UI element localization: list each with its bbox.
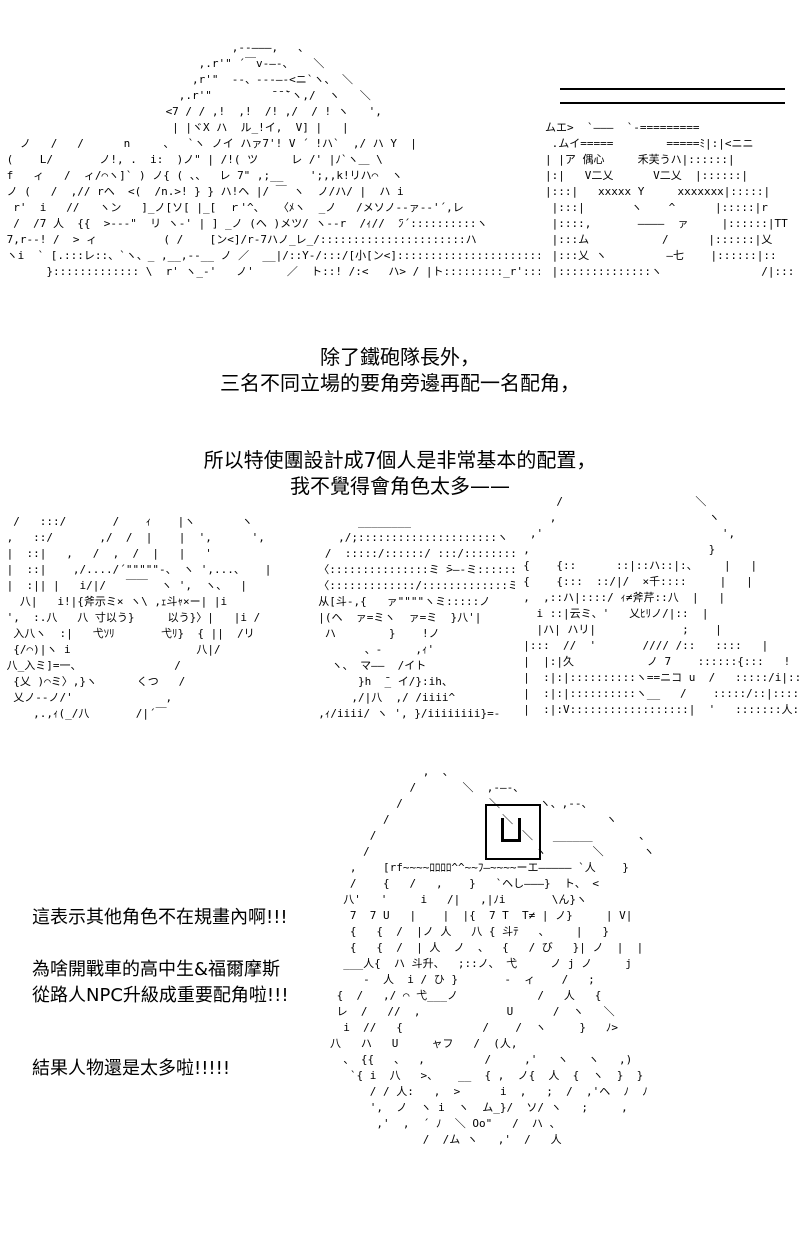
note-line-1: 這表示其他角色不在規畫內啊!!! [32,907,288,928]
caption-line-2: 三名不同立場的要角旁邊再配一名配角， [220,371,580,395]
caption-line-1: 除了鐵砲隊長外， [320,345,480,369]
ascii-art-face-right: / ＼ , ヽ ,' ', , } { {:: ::|::ハ::|:、 | | … [523,495,800,716]
caption-line-4: 我不覺得會角色太多—— [290,474,510,498]
art-line-a: ムエ> `――― `-========= [545,121,700,134]
ascii-art-bottom-right: , 、 / ＼ ,-―-、 / ＼ ヽ、,--、 / ＼ ヽ / ＼ _____… [330,765,655,1146]
hat-sign [485,804,541,860]
caption-line-3: 所以特使團設計成7個人是非常基本的配置， [203,448,597,472]
art-line-b: | |ア 偶心 禾芙うハ|::::::| [545,153,735,166]
banner-lines [560,88,785,126]
ascii-art-face-middle: ________ ,/;:::::::::::::::::::::ヽ / :::… [318,515,515,720]
note-line-4: 結果人物還是太多啦!!!!! [32,1058,231,1079]
art-line-bottom-b: 八 ハ U ャフ / (人, [330,1037,518,1050]
note-line-2: 為啥開戰車的高中生&福爾摩斯 [32,959,281,980]
ascii-art-top-right: ムエ> `――― `-========= .ムイ===== =====ﾐ|:|<… [545,121,795,278]
note-line-3: 從路人NPC升級成重要配角啦!!! [32,985,289,1006]
art-line-d: |:::| xxxxx Y xxxxxxx|:::::| [545,185,771,198]
art-line-c: |:| V二乂 V二乂 |::::::| [545,169,748,182]
hat-sign-mark [501,818,521,842]
ascii-art-face-left: / :::/ / ｨ |ヽ ヽ , ::/ ,/ / | | ', ', | :… [6,515,272,720]
ascii-art-top-left: ,--―――, 、 ,.r'" ´￣v-―-、 ＼ ,r'" --、-‐-―-<… [6,41,540,278]
